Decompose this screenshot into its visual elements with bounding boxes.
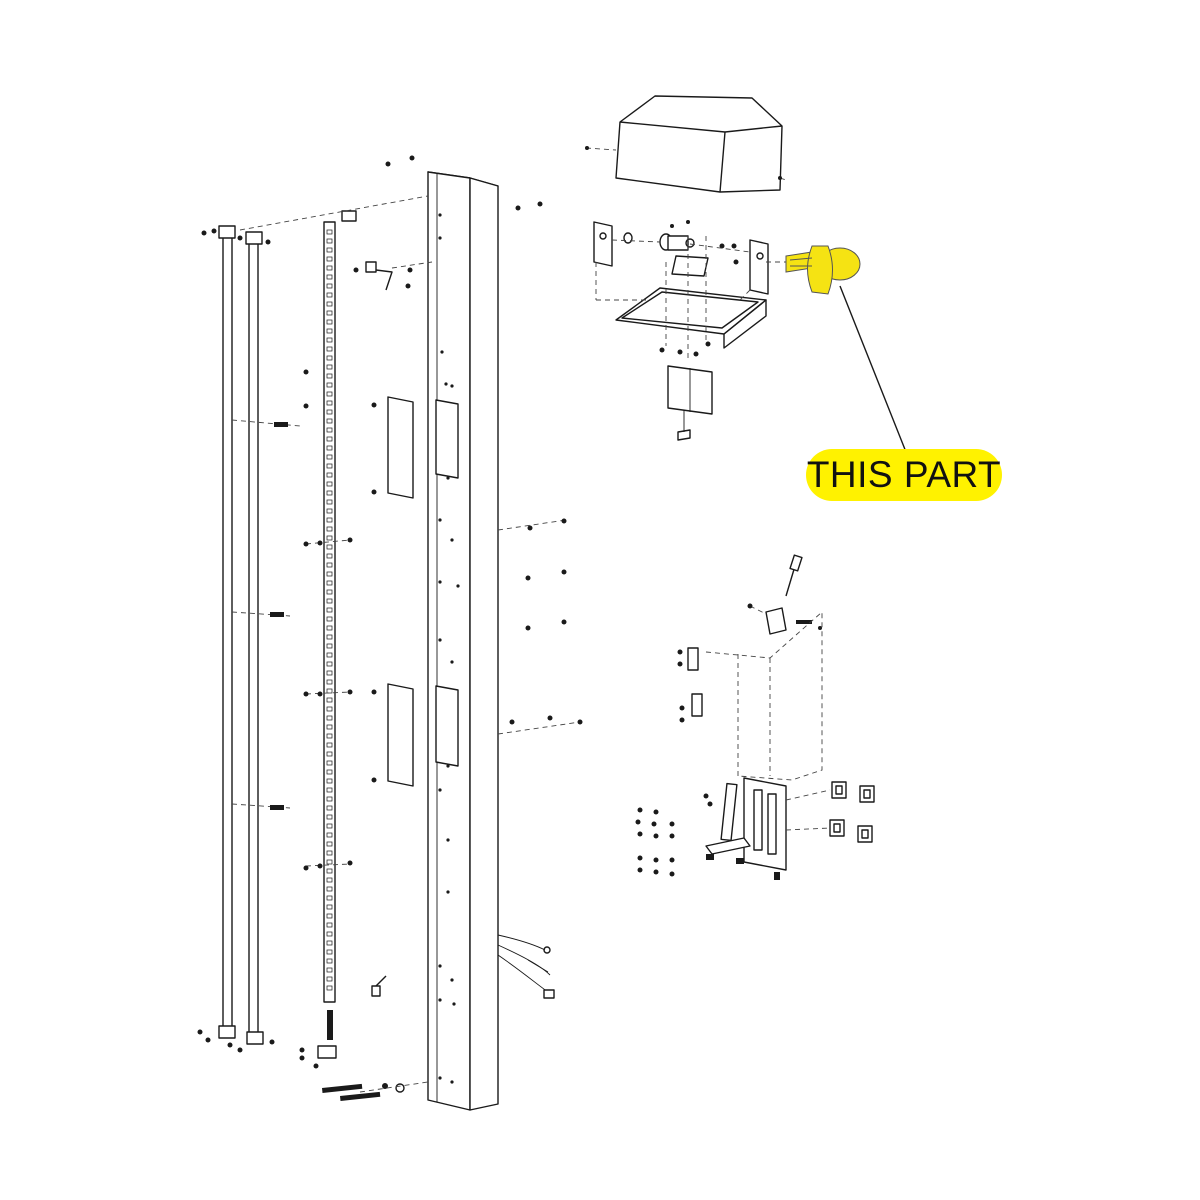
hinge-bracket-assembly bbox=[635, 554, 875, 880]
main-column bbox=[427, 171, 499, 1111]
side-rail-rods bbox=[197, 225, 301, 1053]
this-part-callout-label: THIS PART bbox=[806, 449, 1002, 501]
cover-plates bbox=[371, 396, 414, 787]
motor-cover-box bbox=[585, 95, 787, 193]
mounting-screws bbox=[239, 155, 583, 871]
perforated-mounting-strip bbox=[323, 210, 357, 1040]
callout-leader bbox=[839, 285, 907, 453]
highlighted-part bbox=[785, 245, 861, 295]
bottom-hardware bbox=[299, 934, 555, 1101]
gate-mechanism-assembly bbox=[593, 220, 800, 441]
